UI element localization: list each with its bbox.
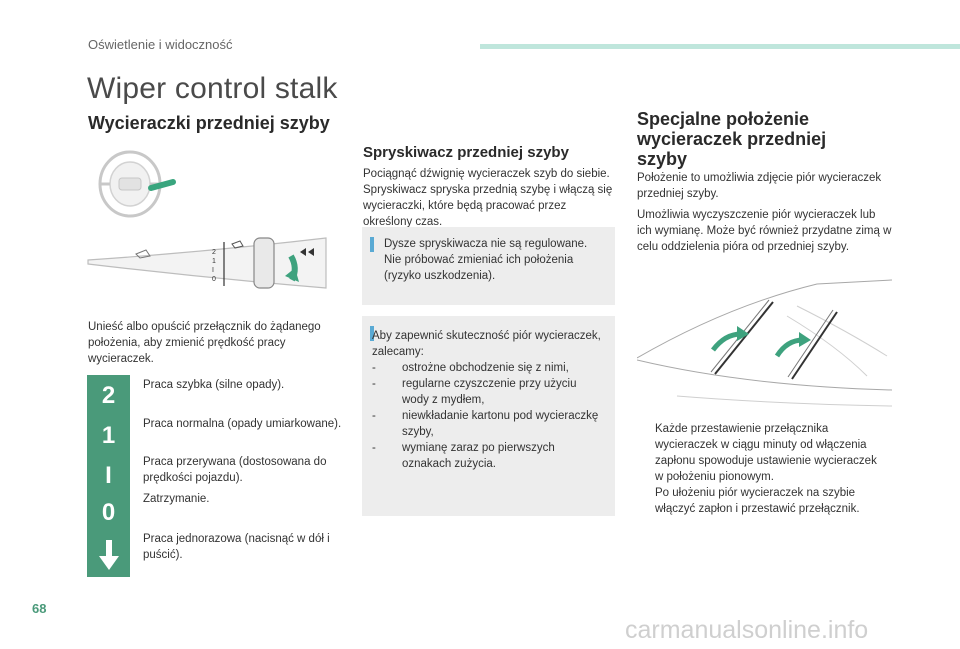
watermark: carmanualsonline.info [625,616,869,644]
wiper-stalk-illustration: 2 1 I 0 [87,237,327,289]
page-title: Wiper control stalk [87,72,338,105]
list-item: -niewkładanie kartonu pod wycieraczkę sz… [372,410,599,438]
note-marker [370,326,374,341]
steering-wheel-illustration [98,150,176,218]
special-position-para1: Położenie to umożliwia zdjęcie piór wyci… [637,172,882,200]
stalk-label-I: I [212,267,214,274]
section-header: Oświetlenie i widoczność [88,37,233,52]
mode-icon-2: 2 [87,375,130,417]
left-subtitle: Wycieraczki przedniej szyby [88,113,330,133]
down-arrow-icon [87,533,130,577]
list-item: -regularne czyszczenie przy użyciu wody … [372,378,577,406]
mode-text-stop: Zatrzymanie. [143,493,210,505]
washer-heading: Spryskiwacz przedniej szyby [363,144,569,161]
wiper-care-intro: Aby zapewnić skuteczność piór wycieracze… [372,330,601,358]
mode-icon-I: I [87,455,130,497]
left-intro: Unieść albo opuścić przełącznik do żądan… [88,321,321,365]
mode-icon-1: 1 [87,415,130,457]
wiper-care-note: Aby zapewnić skuteczność piór wycieracze… [362,316,615,516]
list-item: -ostrożne obchodzenie się z nimi, [372,362,569,374]
washer-note-text: Dysze spryskiwacza nie są regulowane. Ni… [384,238,588,282]
wiper-care-list: -ostrożne obchodzenie się z nimi, -regul… [372,360,604,472]
page-number: 68 [32,601,47,616]
special-position-heading: Specjalne położenie wycieraczek przednie… [637,109,827,169]
mode-text-normal: Praca normalna (opady umiarkowane). [143,418,342,430]
stalk-label-0: 0 [212,276,216,283]
special-position-list: Każde przestawienie przełącznika wyciera… [637,421,887,517]
washer-note: Dysze spryskiwacza nie są regulowane. Ni… [362,227,615,305]
wiper-care-text: Aby zapewnić skuteczność piór wycieracze… [372,328,604,472]
washer-paragraph: Pociągnąć dźwignię wycieraczek szyb do s… [363,168,613,228]
mode-text-fast: Praca szybka (silne opady). [143,379,285,391]
list-item: Każde przestawienie przełącznika wyciera… [655,423,877,483]
note-marker [370,237,374,252]
mode-text-intermittent: Praca przerywana (dostosowana do prędkoś… [143,456,327,484]
header-bar [480,44,960,49]
mode-text-single: Praca jednorazowa (nacisnąć w dół i puśc… [143,533,330,561]
special-position-para2: Umożliwia wyczyszczenie piór wycieraczek… [637,209,892,253]
list-item: -wymianę zaraz po pierwszych oznakach zu… [372,442,555,470]
windscreen-illustration [637,279,892,407]
stalk-label-1: 1 [212,258,216,265]
list-item: Po ułożeniu piór wycieraczek na szybie w… [655,487,860,515]
stalk-label-2: 2 [212,249,216,256]
mode-icon-0: 0 [87,492,130,534]
